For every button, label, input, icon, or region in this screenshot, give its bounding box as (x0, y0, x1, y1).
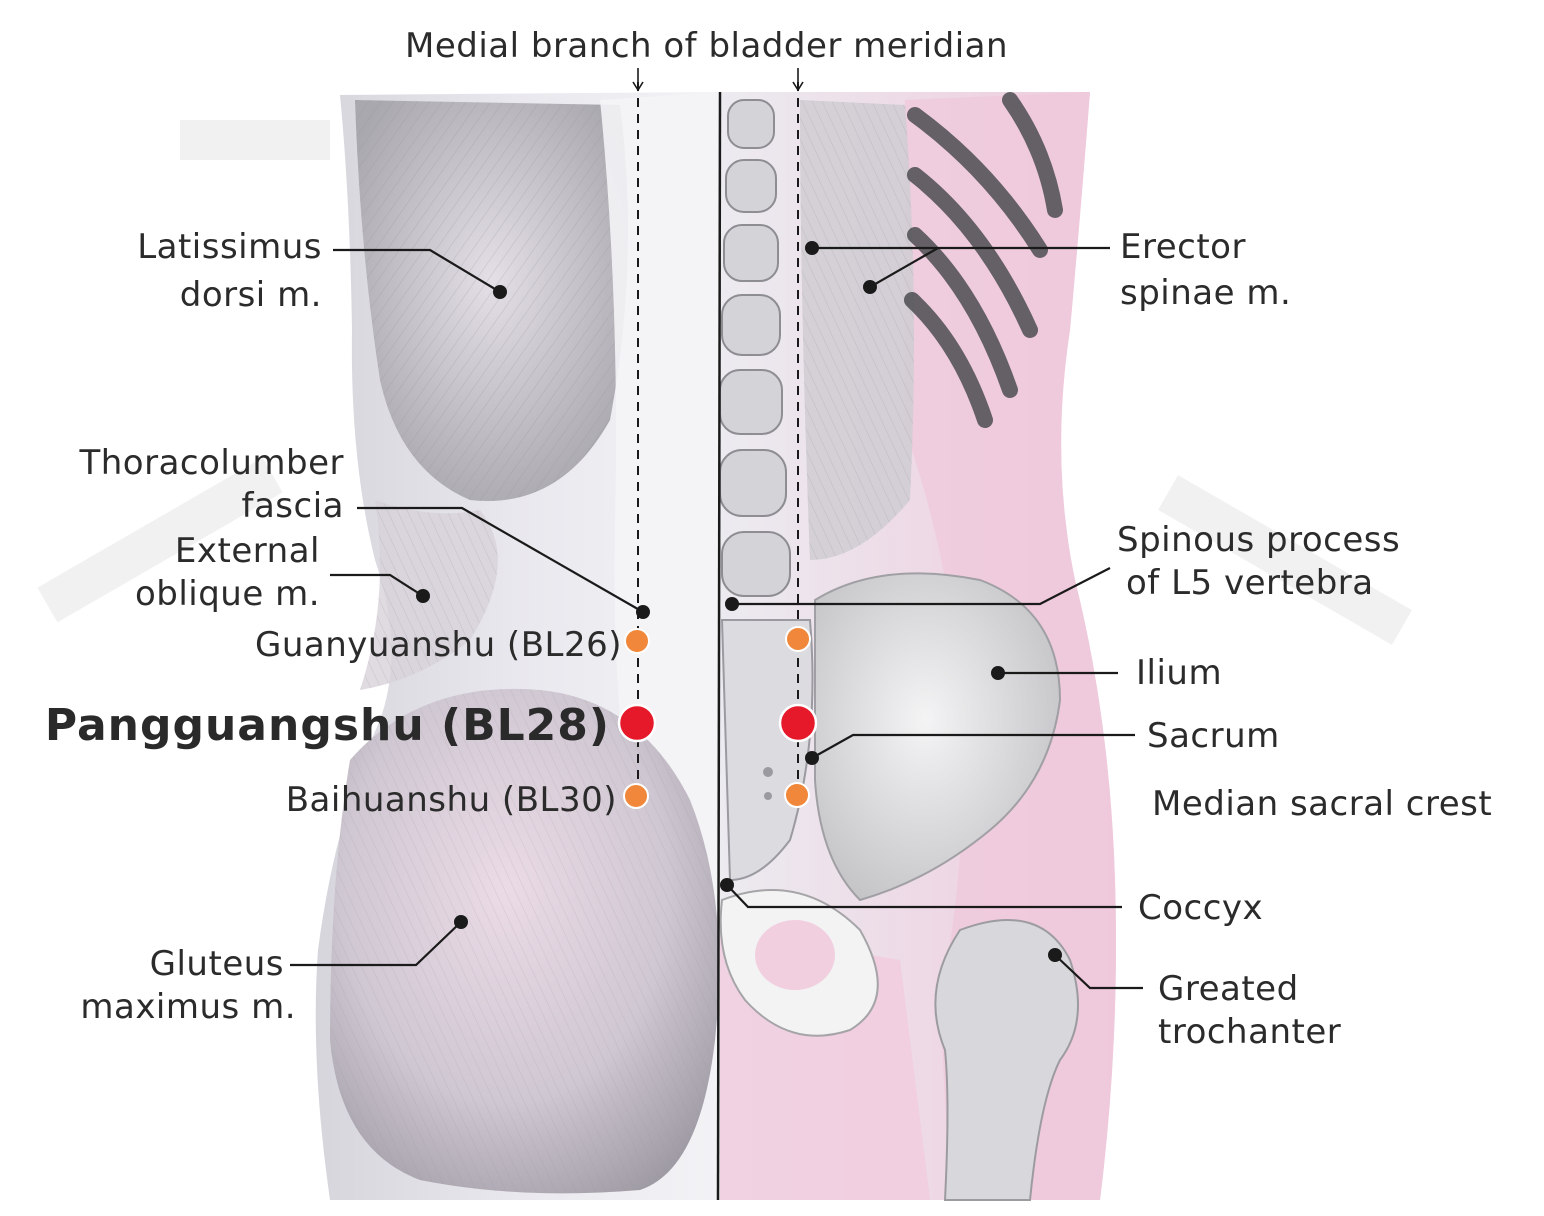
bl28-right-point (778, 703, 818, 743)
spinous-label-line2: of L5 vertebra (1126, 563, 1374, 603)
landmark-dots (416, 241, 1062, 962)
erector-label-line2: spinae m. (1120, 273, 1292, 313)
trochanter-label-line1: Greated (1158, 969, 1299, 1009)
thoracolumbar-label-line1: Thoracolumber (79, 443, 344, 483)
latissimus-label-line1: Latissimus (137, 227, 322, 267)
thoracolumbar-label-line2: fascia (241, 486, 344, 526)
bl30-left-point (623, 783, 649, 809)
acupoints-primary (617, 703, 818, 743)
bl26-left-point (624, 628, 650, 654)
spine (719, 99, 791, 597)
meridian-arrows (632, 68, 804, 92)
external-oblique-label-line1: External (174, 531, 320, 571)
trochanter-label-line2: trochanter (1158, 1012, 1342, 1052)
spinous-label-line1: Spinous process (1117, 520, 1401, 560)
gluteus-label-line1: Gluteus (149, 944, 284, 984)
external-oblique-label-line2: oblique m. (134, 574, 320, 614)
ilium-label: Ilium (1136, 653, 1223, 693)
meridian-label: Medial branch of bladder meridian (405, 26, 1009, 66)
coccyx-label: Coccyx (1138, 888, 1264, 928)
sacrum-shape (720, 619, 814, 882)
median-sacral-crest-label: Median sacral crest (1152, 784, 1493, 824)
guanyuanshu-label: Guanyuanshu (BL26) (254, 625, 622, 665)
leader-lines (290, 246, 1143, 990)
acupoints-secondary (623, 626, 811, 809)
bl30-right-point (784, 782, 810, 808)
ilium-shape (814, 572, 1062, 902)
meridian-lines (637, 82, 799, 800)
erector-label-line1: Erector (1120, 227, 1246, 267)
pangguangshu-label: Pangguangshu (BL28) (44, 700, 610, 751)
watermark (37, 120, 1412, 645)
bl26-right-point (785, 626, 811, 652)
bl28-left-point (617, 703, 657, 743)
baihuanshu-label: Baihuanshu (BL30) (285, 780, 617, 820)
body-midline (716, 91, 722, 1201)
femur-shape (934, 919, 1079, 1201)
sacrum-label: Sacrum (1147, 716, 1280, 756)
gluteus-label-line2: maximus m. (80, 987, 296, 1027)
latissimus-label-line2: dorsi m. (179, 275, 322, 315)
